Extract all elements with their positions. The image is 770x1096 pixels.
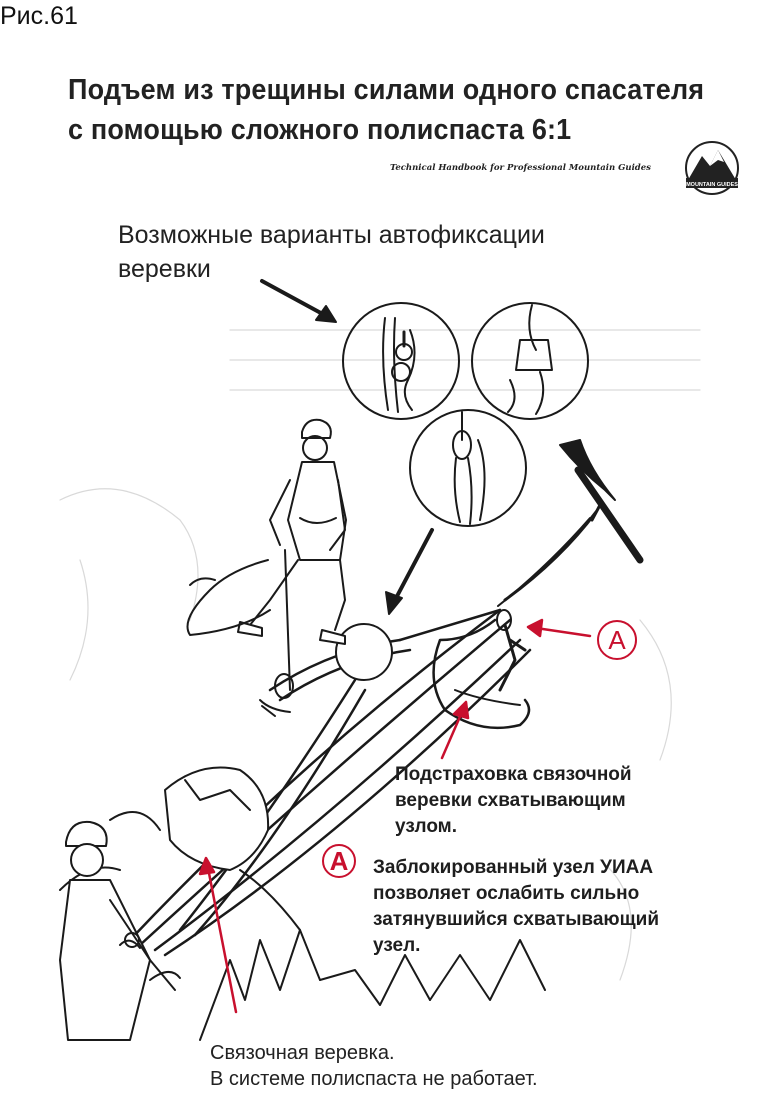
ice-axe (559, 439, 644, 564)
variants-line-2: веревки (118, 255, 211, 283)
title-line-1: Подъем из трещины силами одного спасател… (68, 74, 705, 106)
uiaa-a-marker: A (322, 844, 356, 878)
variants-line-1: Возможные варианты автофиксации (118, 221, 545, 249)
label-rope-line-2: В системе полиспаста не работает. (210, 1068, 538, 1090)
label-rope: Связочная веревка. В системе полиспаста … (210, 1040, 538, 1092)
detail-circle-2 (471, 302, 589, 420)
pulley-ropes (128, 608, 532, 957)
label-backup-line-3: узлом. (395, 816, 458, 837)
label-uiaa: Заблокированный узел УИАА позволяет осла… (373, 855, 659, 959)
logo-text: MOUNTAIN GUIDES (686, 182, 738, 188)
page-title: Подъем из трещины силами одного спасател… (68, 70, 704, 150)
red-arrows (198, 618, 592, 1014)
detail-circle-1 (342, 302, 460, 420)
source-caption: Technical Handbook for Professional Moun… (390, 163, 651, 173)
pulley-ring (335, 623, 393, 681)
lower-carabiner (259, 673, 294, 717)
label-backup-line-2: веревки схватывающим (395, 790, 626, 811)
mountain-guides-logo: MOUNTAIN GUIDES (685, 141, 739, 195)
callout-a-marker: A (597, 620, 637, 660)
background-sketch (59, 329, 701, 981)
rescuer-figure (186, 418, 347, 691)
label-uiaa-line-3: затянувшийся схватывающий (373, 909, 660, 930)
label-uiaa-line-4: узел. (373, 935, 421, 956)
crevasse-edge (59, 766, 301, 931)
label-uiaa-line-2: позволяет ослабить сильно (373, 883, 640, 904)
ice-pinnacles (199, 929, 546, 1041)
detail-circle-3 (409, 409, 527, 527)
variants-arrow (260, 279, 332, 320)
label-uiaa-line-1: Заблокированный узел УИАА (373, 857, 654, 878)
pulley-arrow (393, 528, 434, 602)
variants-caption: Возможные варианты автофиксации веревки (118, 218, 545, 286)
label-backup-line-1: Подстраховка связочной (395, 764, 632, 785)
label-rope-line-1: Связочная веревка. (210, 1042, 395, 1064)
title-line-2: с помощью сложного полиспаста 6:1 (68, 114, 572, 146)
label-backup: Подстраховка связочной веревки схватываю… (395, 762, 632, 840)
prusik-loop (432, 609, 531, 730)
figure-label: Рис.61 (0, 2, 78, 30)
victim-figure (59, 820, 181, 1041)
